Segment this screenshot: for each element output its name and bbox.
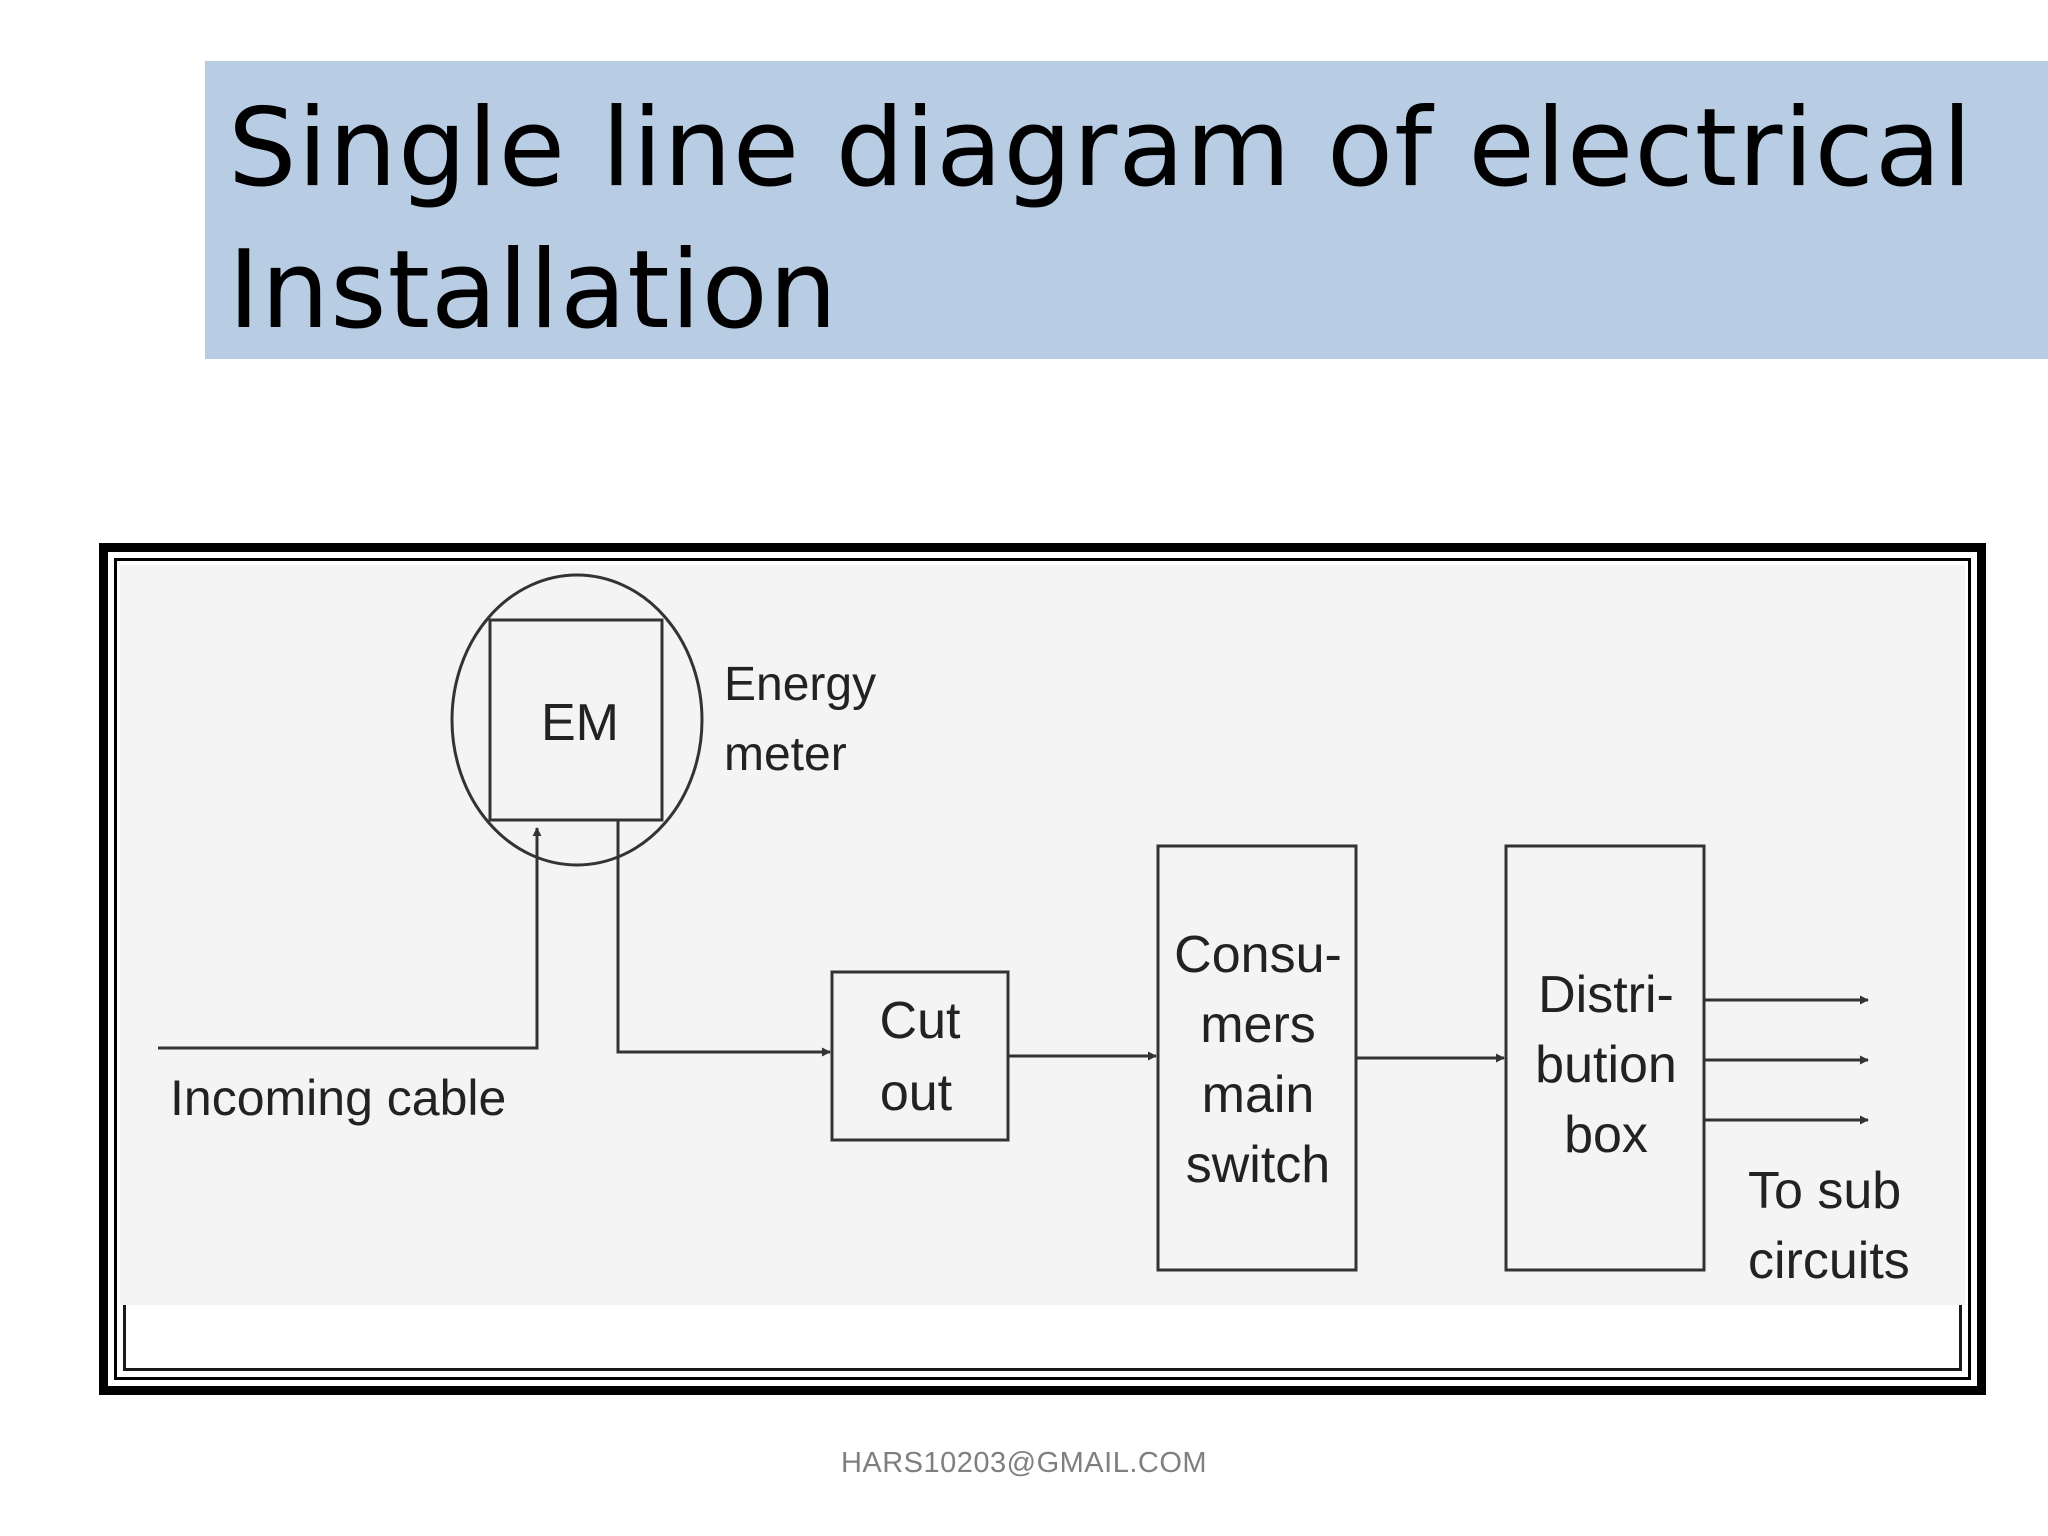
sub-circuits-label-line2: circuits [1748,1232,1910,1290]
energy-meter-box [488,618,664,822]
distribution-label-line3: box [1564,1106,1648,1164]
energy-meter-box-label: EM [541,694,619,752]
main-switch-label-line3: main [1202,1066,1315,1124]
meter-to-cutout-line [616,820,831,1057]
incoming-cable-label: Incoming cable [170,1070,506,1126]
energy-meter-circle [450,573,704,867]
energy-meter-label-line1: Energy [724,658,876,711]
incoming-cable-line [158,827,542,1050]
distribution-label-line2: bution [1535,1036,1677,1094]
energy-meter-label-line2: meter [724,728,847,781]
main-switch-label-line4: switch [1186,1136,1330,1194]
diagram-background [120,565,1965,1305]
sub-circuits-label-line1: To sub [1748,1162,1901,1220]
slide-title: Single line diagram of electrical Instal… [228,86,1974,353]
distribution-box [1504,844,1706,1272]
title-band [205,61,2048,359]
main-switch-label-line2: mers [1200,996,1316,1054]
main-switch-label-line1: Consu- [1174,926,1342,984]
distribution-label-line1: Distri- [1538,966,1674,1024]
cut-out-label-line1: Cut [880,992,961,1050]
cut-out-label-line2: out [880,1064,953,1122]
footer-email: HARS10203@GMAIL.COM [840,1447,1208,1479]
